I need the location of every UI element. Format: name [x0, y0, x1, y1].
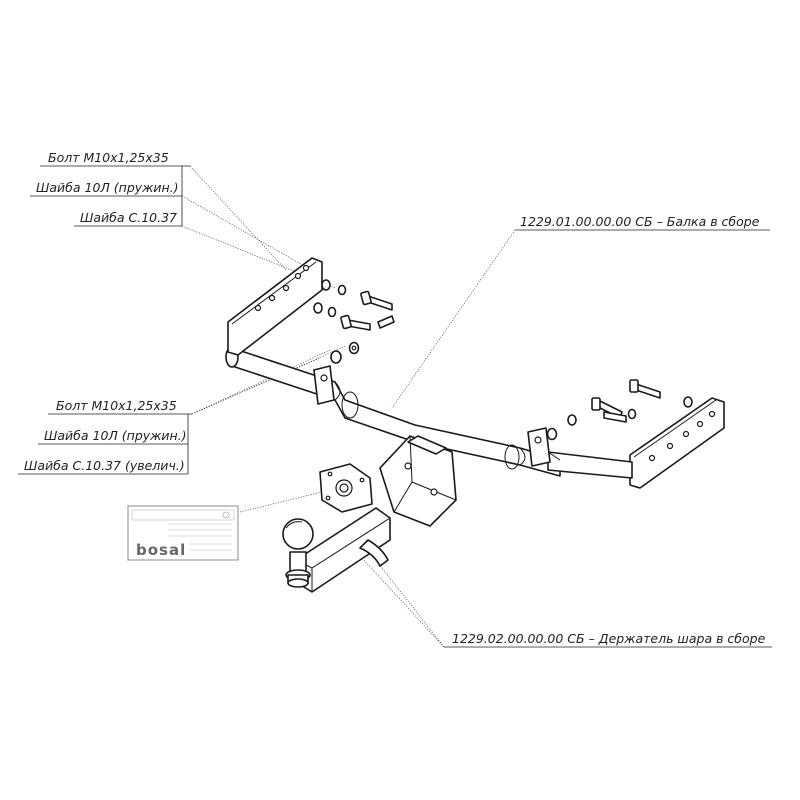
callout-beam-text: 1229.01.00.00.00 СБ – Балка в сборе: [520, 214, 760, 229]
bosal-logo: bosal: [136, 541, 186, 559]
bosal-label-plate: bosal: [127, 505, 239, 561]
beam-tab-left: [313, 365, 335, 405]
beam-tab-right: [527, 427, 551, 467]
socket-plate: [319, 463, 373, 513]
callout-mid-bolt-group: Болт М10х1,25х35 Шайба 10Л (пружин.) Шай…: [18, 345, 347, 475]
bolt-group-right: [546, 379, 693, 441]
callout-mid-line2: Шайба 10Л (пружин.): [44, 428, 187, 443]
callout-ball-holder-text: 1229.02.00.00.00 СБ – Держатель шара в с…: [452, 631, 766, 646]
center-mount: [379, 435, 457, 527]
callout-beam: 1229.01.00.00.00 СБ – Балка в сборе: [391, 214, 770, 409]
callout-ball-holder: 1229.02.00.00.00 СБ – Держатель шара в с…: [349, 539, 772, 648]
left-bracket: [227, 257, 323, 356]
tow-ball: [282, 518, 314, 550]
right-bracket: [629, 397, 725, 489]
callout-mid-line1: Болт М10х1,25х35: [56, 398, 177, 413]
right-beam-extension: [547, 451, 633, 479]
callout-top-line1: Болт М10х1,25х35: [48, 150, 169, 165]
callout-top-line3: Шайба С.10.37: [80, 210, 177, 225]
callout-top-line2: Шайба 10Л (пружин.): [36, 180, 179, 195]
callout-mid-line3: Шайба С.10.37 (увелич.): [24, 458, 185, 473]
callout-top-bolt-group: Болт М10х1,25х35 Шайба 10Л (пружин.) Шай…: [30, 150, 337, 289]
ball-holder: [282, 507, 391, 593]
cross-beam: [225, 346, 561, 477]
bolt-group-top: [313, 279, 395, 331]
plate-leader: [239, 489, 331, 513]
bolt-group-mid: [330, 341, 360, 364]
